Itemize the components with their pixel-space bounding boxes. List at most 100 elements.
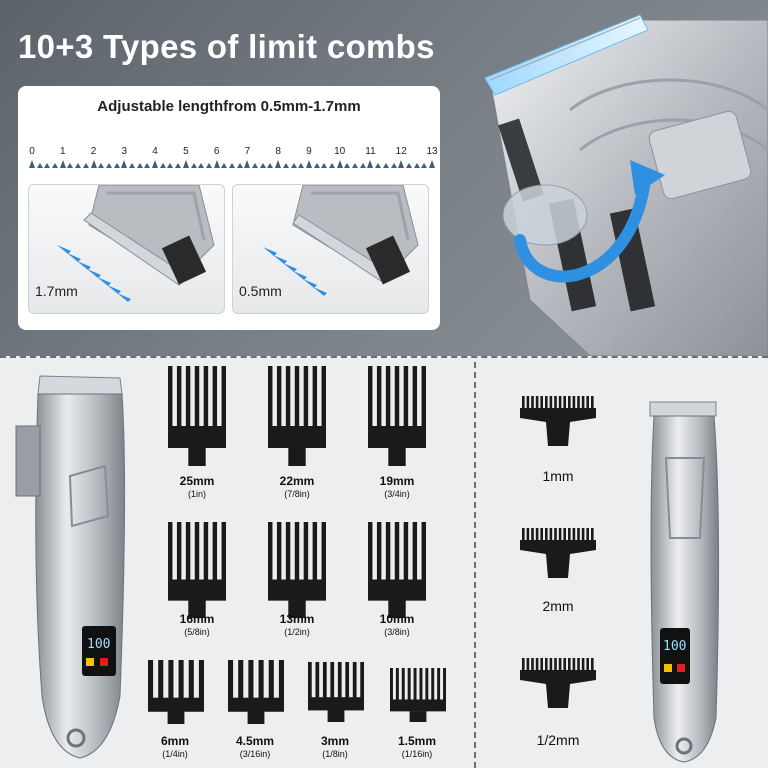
ruler-tick <box>98 163 105 168</box>
guard-inch: (5/8in) <box>184 627 210 637</box>
adjust-note: Adjustable lengthfrom 0.5mm-1.7mm <box>97 98 361 115</box>
guard-inch: (3/16in) <box>239 749 271 759</box>
ruler-tick <box>36 163 43 168</box>
ruler-tick <box>82 163 89 168</box>
trimmer-guard-label: 1/2mm <box>536 732 580 748</box>
clipper-guard-comb <box>268 522 326 623</box>
clipper-guard-comb <box>308 662 364 727</box>
trimmer-guard-comb <box>520 658 596 708</box>
ruler-tick <box>44 163 51 168</box>
ruler-tick <box>259 163 266 168</box>
ruler-tick <box>67 163 74 168</box>
clipper-guard-comb <box>368 522 426 623</box>
ruler-tick <box>90 160 97 168</box>
ruler-number: 11 <box>365 146 376 157</box>
guard-size: 13mm <box>279 612 315 626</box>
ruler-tick <box>29 160 35 168</box>
clipper-guard-label: 13mm(1/2in) <box>262 612 332 637</box>
clipper-guard-comb <box>168 366 226 471</box>
ruler-tick <box>375 163 382 168</box>
ruler-tick <box>159 163 166 168</box>
guard-size: 25mm <box>179 474 215 488</box>
guard-size: 22mm <box>279 474 315 488</box>
ruler-tick <box>275 160 282 168</box>
ruler-tick <box>167 163 174 168</box>
ruler-tick <box>252 163 259 168</box>
guard-inch: (1in) <box>187 489 206 499</box>
ruler-tick <box>136 163 143 168</box>
clipper-guard-label: 6mm(1/4in) <box>140 734 210 759</box>
ruler-tick <box>221 163 228 168</box>
clipper-guard-comb <box>390 668 446 727</box>
ruler-tick <box>413 163 420 168</box>
ruler-tick <box>421 163 428 168</box>
ruler-tick <box>321 163 328 168</box>
ruler-tick <box>305 160 312 168</box>
ruler-tick <box>329 163 335 168</box>
ruler-tick <box>59 160 66 168</box>
trimmer-guard-comb <box>520 396 596 446</box>
ruler-tick <box>190 163 197 168</box>
clipper-guard-comb <box>148 660 204 729</box>
clipper-guard-label: 16mm(5/8in) <box>162 612 232 637</box>
ruler-tick <box>390 163 397 168</box>
clipper-guard-comb <box>368 366 426 471</box>
ruler-tick <box>236 163 243 168</box>
ruler-tick <box>298 163 305 168</box>
clipper-guard-label: 25mm(1in) <box>162 474 232 499</box>
clipper-guard-label: 22mm(7/8in) <box>262 474 332 499</box>
guard-inch: (7/8in) <box>284 489 310 499</box>
ruler-tick <box>429 160 435 168</box>
ruler-number: 5 <box>183 146 189 157</box>
ruler-number: 0 <box>29 146 35 157</box>
ruler-tick <box>344 163 351 168</box>
ruler-tick <box>290 163 297 168</box>
guard-inch: (1/16in) <box>401 749 433 759</box>
guard-inch: (1/8in) <box>322 749 348 759</box>
ruler-tick <box>367 160 374 168</box>
ruler-tick <box>336 160 343 168</box>
ruler-tick <box>152 160 159 168</box>
ruler-number: 7 <box>244 146 251 157</box>
blade-short-illustration <box>263 185 419 296</box>
guard-size: 10mm <box>379 612 415 626</box>
ruler-tick <box>113 163 120 168</box>
compare-label-short: 0.5mm <box>239 283 282 299</box>
ruler-tick <box>205 163 212 168</box>
ruler-tick <box>75 163 82 168</box>
ruler-number: 4 <box>152 146 158 157</box>
ruler-number: 9 <box>306 146 312 157</box>
guard-inch: (3/8in) <box>384 627 410 637</box>
clipper-guard-label: 4.5mm(3/16in) <box>220 734 290 759</box>
ruler-number: 2 <box>90 146 97 157</box>
guard-size: 6mm <box>160 734 189 748</box>
clipper-guard-label: 19mm(3/4in) <box>362 474 432 499</box>
clipper-closeup-image <box>484 14 768 356</box>
ruler-tick <box>382 163 389 168</box>
ruler-tick <box>105 163 112 168</box>
guard-size: 16mm <box>179 612 215 626</box>
section-divider-vertical <box>474 362 476 768</box>
ruler-tick <box>244 160 251 168</box>
clipper-guard-comb <box>168 522 226 623</box>
trimmer-display-value: 100 <box>663 639 686 654</box>
guard-size: 4.5mm <box>235 734 275 748</box>
guard-inch: (1/2in) <box>284 627 310 637</box>
ruler-tick <box>198 163 205 168</box>
ruler-number: 12 <box>395 146 407 157</box>
compare-thumb-long: 1.7mm <box>28 184 225 314</box>
ruler-tick <box>144 163 151 168</box>
ruler-number: 8 <box>275 146 281 157</box>
compare-thumb-short: 0.5mm <box>232 184 429 314</box>
clipper-guard-label: 3mm(1/8in) <box>300 734 370 759</box>
guard-size: 19mm <box>379 474 415 488</box>
ruler-tick <box>398 160 405 168</box>
ruler-number: 3 <box>121 146 128 157</box>
ruler-tick <box>121 160 128 168</box>
ruler-tick <box>129 163 135 168</box>
clipper-guard-label: 1.5mm(1/16in) <box>382 734 452 759</box>
trimmer-guard-label: 2mm <box>542 598 574 614</box>
guard-inch: (3/4in) <box>384 489 410 499</box>
